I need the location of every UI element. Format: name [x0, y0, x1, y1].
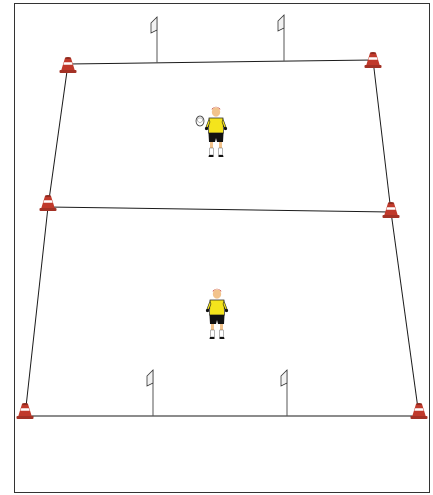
flag-icon — [147, 370, 153, 416]
upper-right-sideline — [373, 60, 391, 212]
cone-icon — [60, 57, 77, 73]
goalkeeper-icon — [205, 107, 227, 157]
lower-left-sideline — [25, 207, 48, 416]
ball-icon — [196, 116, 204, 126]
diagram-border — [15, 4, 430, 493]
goalkeeper-icon — [206, 289, 228, 339]
field-markings — [25, 60, 419, 416]
top-line — [68, 60, 373, 64]
cone-icon — [40, 195, 57, 211]
cone-icon — [411, 403, 428, 419]
lower-right-sideline — [391, 212, 419, 416]
middle-line — [48, 207, 391, 212]
cone-icon — [383, 202, 400, 218]
flag-icon — [278, 15, 284, 61]
flag-icon — [281, 370, 287, 416]
flag-icon — [151, 17, 157, 63]
cone-icon — [17, 403, 34, 419]
upper-left-sideline — [48, 64, 68, 207]
